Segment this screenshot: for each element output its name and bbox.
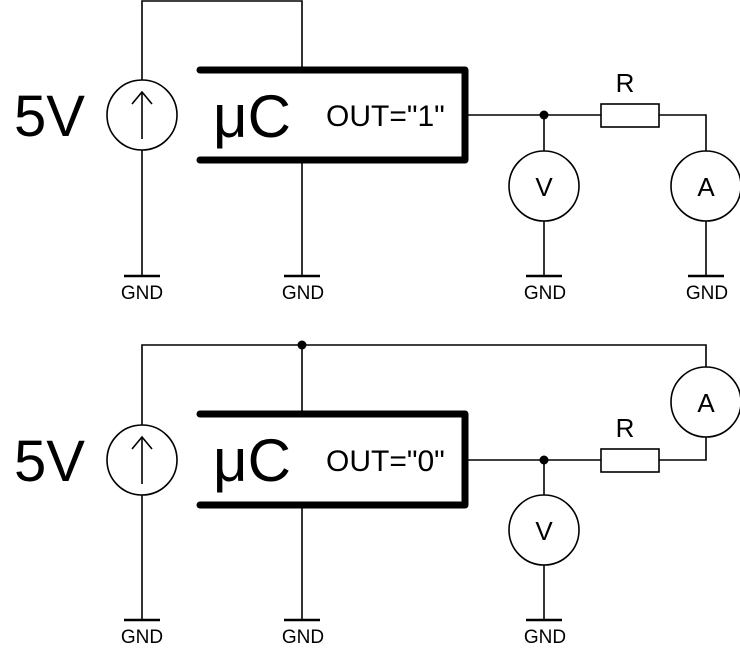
ground-label: GND [686,283,728,304]
ground-symbol: GND [121,274,163,304]
arrow-head-icon [131,435,153,450]
circuit-output-high: 5V μC OUT="1" V R A GND GND [14,0,740,304]
ground-label: GND [524,283,566,304]
junction-dot [297,340,307,350]
ground-symbol: GND [524,274,566,304]
ground-label: GND [524,627,566,648]
supply-wire [141,0,303,80]
output-state-label: OUT="0" [326,445,445,478]
supply-wire [141,344,707,425]
ground-label: GND [121,283,163,304]
resistor-ammeter-wire [659,437,707,461]
source-voltage-label: 5V [14,429,85,494]
microcontroller-box [196,66,469,164]
ammeter-label: A [697,388,715,418]
ground-symbol: GND [524,618,566,648]
ground-label: GND [282,627,324,648]
voltage-source-symbol [106,79,178,151]
resistor [600,103,660,128]
voltmeter-label: V [535,516,553,546]
output-state-label: OUT="1" [326,100,445,133]
resistor-label: R [616,68,635,98]
resistor [600,448,660,473]
voltmeter-label: V [535,172,553,202]
ground-label: GND [121,627,163,648]
microcontroller-label: μC [213,427,291,494]
ground-symbol: GND [686,274,728,304]
resistor-ammeter-wire [659,114,707,151]
ammeter-circle [670,366,740,438]
resistor-label: R [616,413,635,443]
ground-label: GND [282,283,324,304]
microcontroller-box [196,410,469,509]
arrow-head-icon [131,90,153,105]
circuit-output-low: 5V μC OUT="0" V R A GND GND GND [14,340,740,648]
microcontroller-label: μC [213,83,291,150]
ground-symbol: GND [282,274,324,304]
ground-symbol: GND [121,618,163,648]
ground-symbol: GND [282,618,324,648]
ammeter-label: A [697,172,715,202]
voltage-source-symbol [106,424,178,496]
source-voltage-label: 5V [14,84,85,149]
